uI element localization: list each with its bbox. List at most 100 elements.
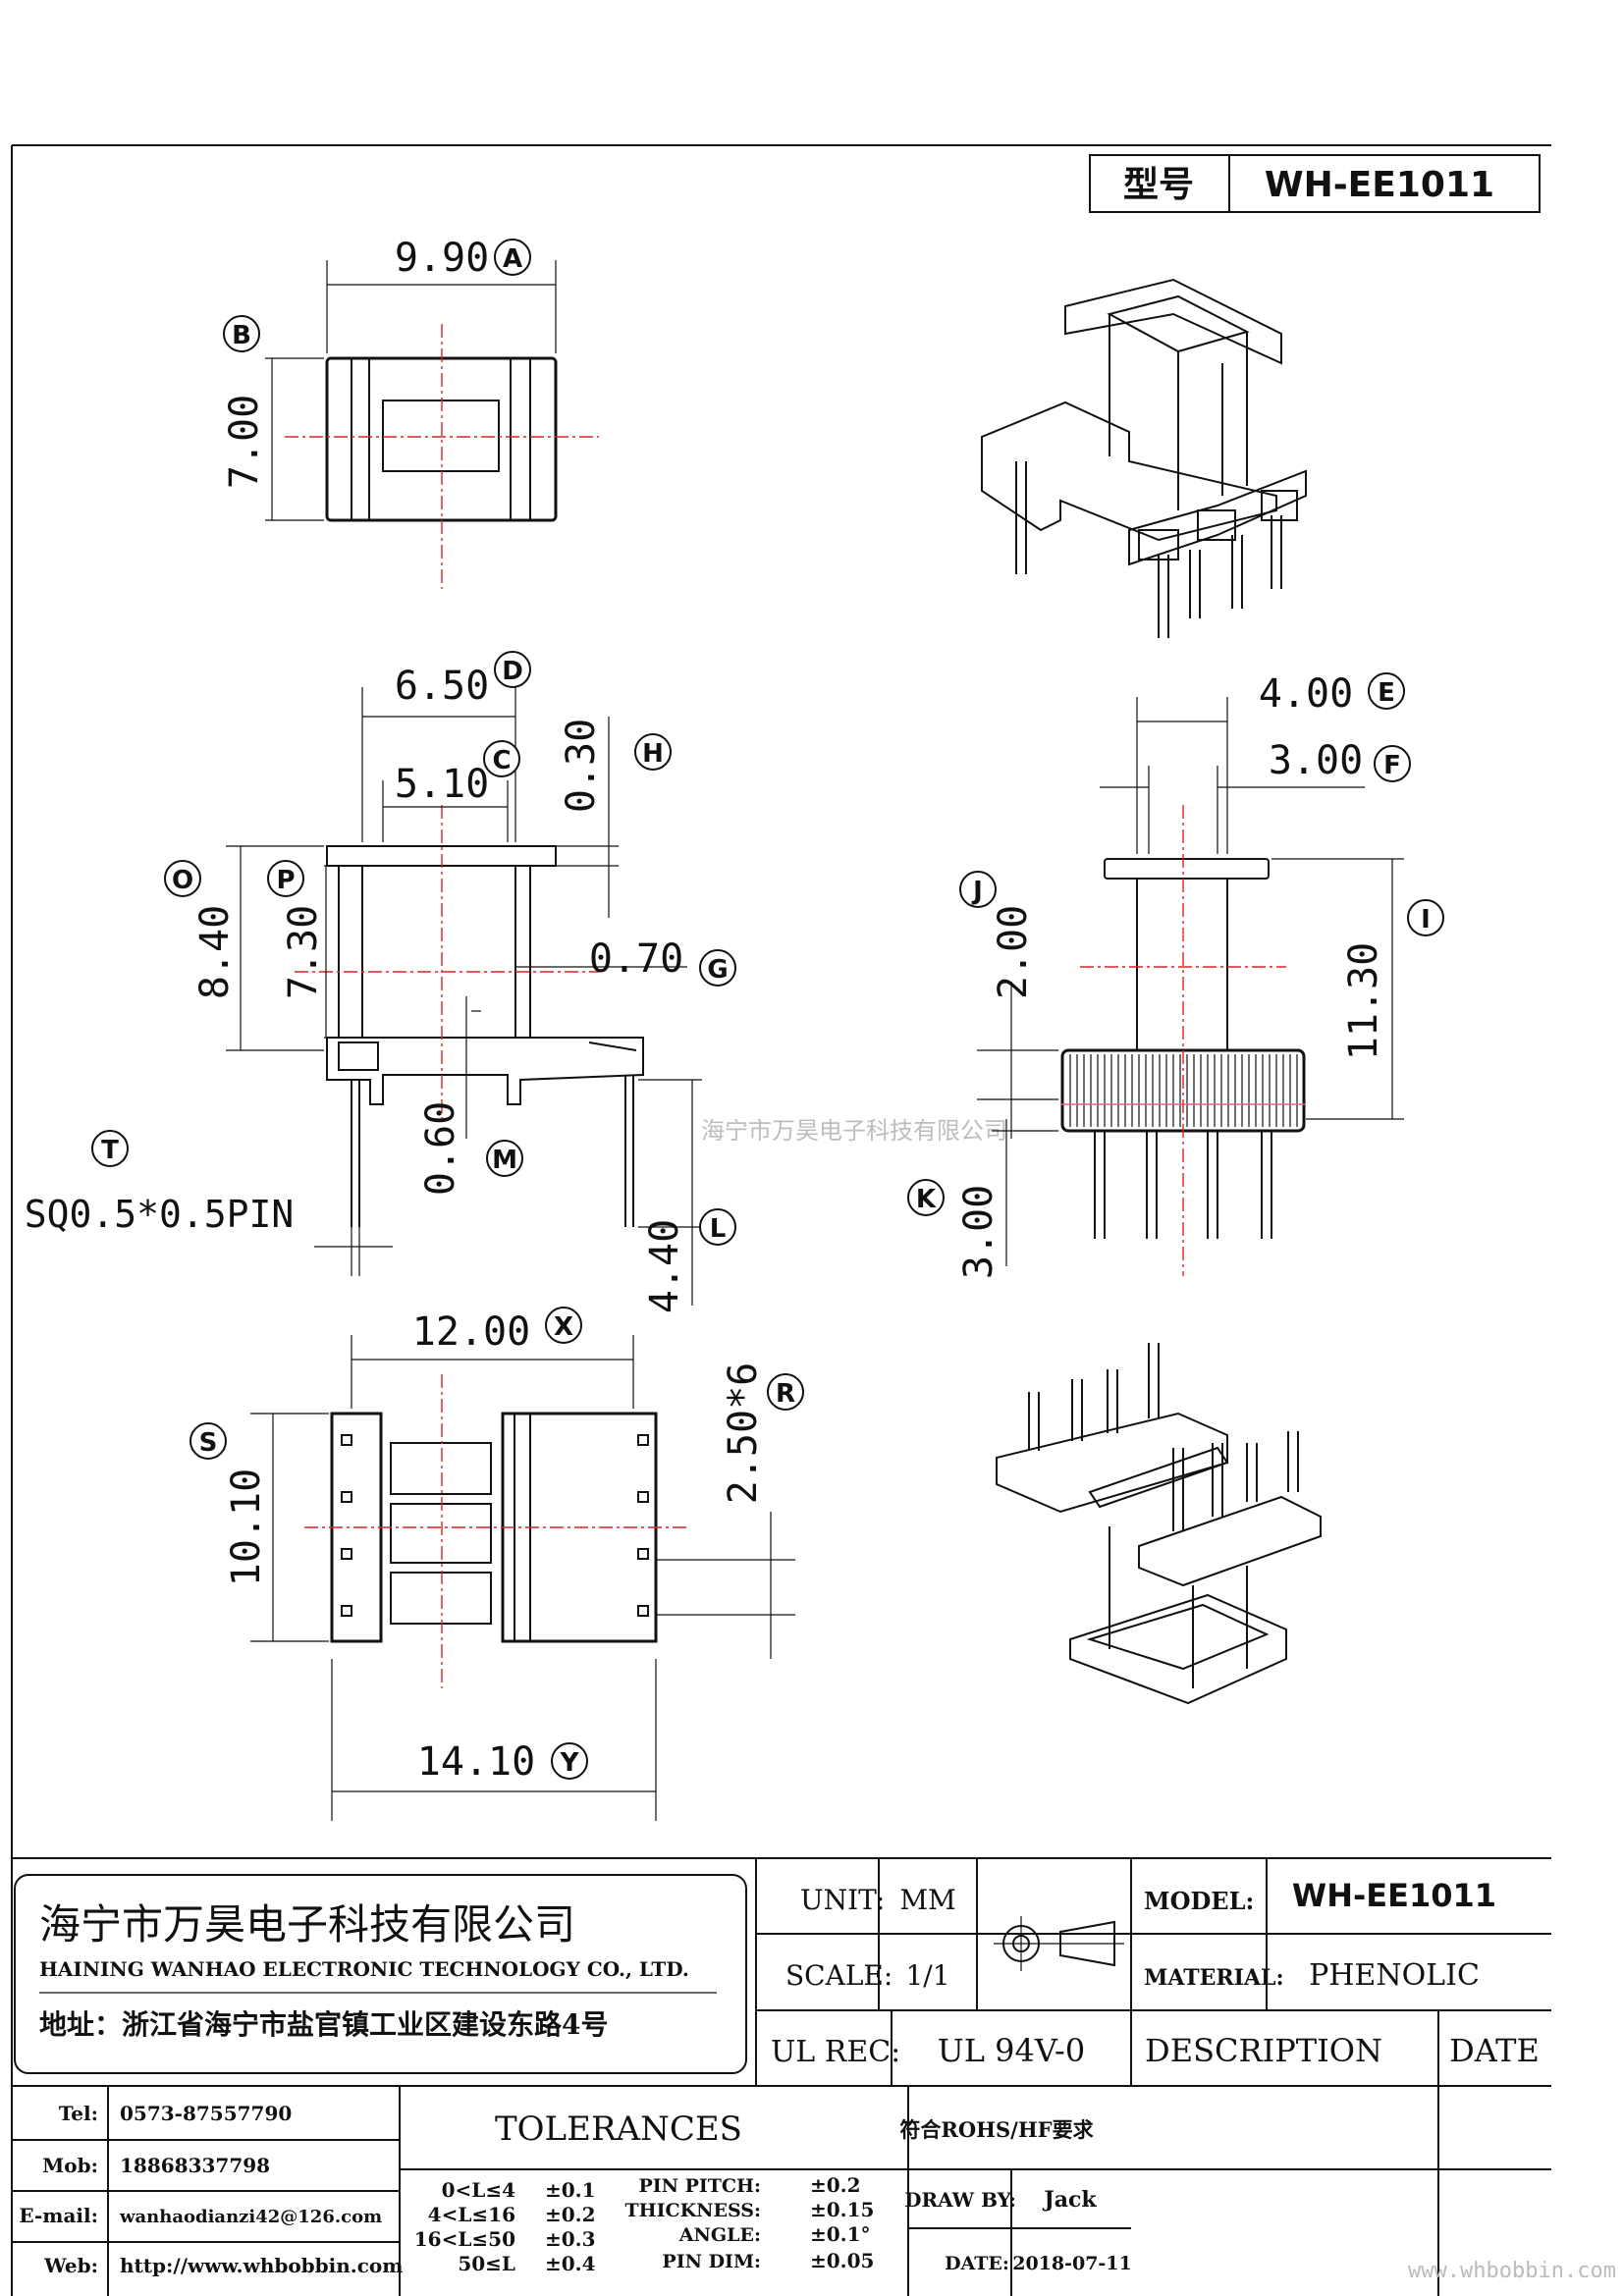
side-view-ribs — [1069, 1054, 1298, 1127]
label-M: M — [486, 1140, 523, 1177]
tolerance-value: ±0.4 — [545, 2252, 596, 2275]
sheet-border — [11, 144, 1551, 2296]
title-block: 海宁市万昊电子科技有限公司 HAINING WANHAO ELECTRONIC … — [11, 1857, 1616, 2296]
tolerances-title: TOLERANCES — [495, 2109, 742, 2149]
contact-mob-value: 18868337798 — [120, 2154, 270, 2177]
dim-P-value: 7.30 — [281, 905, 326, 999]
tolerance-specs: PIN PITCH: ±0.2 THICKNESS: ±0.15 ANGLE: … — [624, 2173, 874, 2272]
label-A: A — [494, 239, 531, 276]
dim-E-value: 4.00 — [1259, 671, 1353, 717]
label-C: C — [483, 740, 520, 777]
spec-tol: ±0.15 — [810, 2198, 874, 2221]
label-F: F — [1374, 745, 1411, 782]
scale-label: SCALE: — [785, 1959, 893, 1992]
spec-name: ANGLE: — [678, 2224, 761, 2246]
label-S: S — [189, 1422, 227, 1460]
contact-web-label: Web: — [43, 2254, 98, 2277]
svg-text:C: C — [492, 746, 511, 775]
company-address: 地址：浙江省海宁市盐官镇工业区建设东路4号 — [39, 2008, 609, 2041]
dim-D-value: 6.50 — [395, 664, 489, 709]
svg-text:Y: Y — [560, 1748, 580, 1778]
pin-pad-right — [637, 1605, 649, 1617]
tolerance-range: 0<L≤4 — [442, 2178, 515, 2202]
label-K: K — [907, 1179, 945, 1216]
material-label: MATERIAL: — [1144, 1965, 1284, 1991]
svg-text:L: L — [710, 1214, 727, 1244]
svg-text:D: D — [502, 657, 523, 686]
pin-pad-right — [637, 1491, 649, 1503]
label-B: B — [223, 315, 260, 352]
model-value: WH-EE1011 — [1292, 1877, 1496, 1914]
projection-symbol — [994, 1916, 1124, 1971]
tolerance-range: 16<L≤50 — [414, 2227, 515, 2251]
tolerance-value: ±0.1 — [545, 2178, 596, 2202]
label-R: R — [767, 1373, 804, 1411]
dim-F-value: 3.00 — [1269, 738, 1363, 783]
label-I: I — [1407, 899, 1444, 936]
spec-name: PIN PITCH: — [638, 2175, 761, 2197]
label-D: D — [494, 651, 531, 688]
svg-text:H: H — [642, 739, 664, 769]
model-box-label: 型号 — [1123, 165, 1194, 205]
front-view: 6.50 5.10 0.30 8.40 7.30 0.70 0.60 4.40 — [25, 664, 702, 1313]
svg-text:A: A — [503, 244, 522, 274]
dim-J-value: 2.00 — [991, 905, 1036, 999]
pin-pad-left — [341, 1434, 352, 1446]
isometric-view-top — [981, 278, 1307, 638]
site-watermark: www.whbobbin.com — [1408, 2259, 1616, 2283]
spec-tol: ±0.05 — [810, 2249, 874, 2272]
description-label: DESCRIPTION — [1145, 2032, 1382, 2069]
dim-A-value: 9.90 — [395, 236, 489, 281]
bottom-view-pads — [341, 1434, 649, 1617]
svg-text:S: S — [199, 1428, 218, 1458]
svg-text:J: J — [971, 877, 983, 906]
model-box-value: WH-EE1011 — [1265, 165, 1494, 205]
label-H: H — [634, 733, 672, 771]
svg-text:R: R — [776, 1379, 795, 1409]
isometric-view-bottom — [996, 1343, 1322, 1705]
date-column-label: DATE — [1449, 2032, 1540, 2069]
company-name-cn: 海宁市万昊电子科技有限公司 — [39, 1900, 575, 1949]
svg-text:G: G — [707, 955, 728, 985]
draw-by-value: Jack — [1042, 2187, 1097, 2213]
dim-I-value: 11.30 — [1341, 942, 1386, 1060]
dim-S-value: 10.10 — [224, 1468, 269, 1586]
label-Y: Y — [551, 1742, 588, 1780]
label-T: T — [91, 1130, 129, 1167]
ul-rec-value: UL 94V-0 — [938, 2032, 1085, 2069]
pin-pad-left — [341, 1491, 352, 1503]
contact-tel-value: 0573-87557790 — [120, 2102, 292, 2125]
unit-value: MM — [899, 1884, 955, 1916]
dim-K-value: 3.00 — [956, 1185, 1001, 1279]
contact-email-label: E-mail: — [19, 2204, 98, 2227]
spec-name: PIN DIM: — [662, 2251, 761, 2272]
tolerance-range: 50≤L — [458, 2252, 515, 2275]
label-E: E — [1368, 672, 1405, 710]
spec-tol: ±0.1° — [810, 2222, 871, 2246]
svg-text:F: F — [1383, 751, 1401, 780]
svg-text:K: K — [916, 1185, 937, 1214]
material-value: PHENOLIC — [1309, 1958, 1480, 1993]
unit-label: UNIT: — [800, 1884, 885, 1916]
label-O: O — [164, 860, 201, 897]
svg-text:M: M — [492, 1146, 517, 1175]
dim-T-value: SQ0.5*0.5PIN — [25, 1193, 295, 1236]
spec-name: THICKNESS: — [624, 2200, 761, 2221]
pin-pad-right — [637, 1434, 649, 1446]
dim-L-value: 4.40 — [642, 1219, 687, 1313]
dim-O-value: 8.40 — [192, 905, 238, 999]
center-watermark: 海宁市万昊电子科技有限公司 — [701, 1117, 1007, 1145]
spec-tol: ±0.2 — [810, 2173, 861, 2197]
dim-C-value: 5.10 — [395, 762, 489, 807]
top-view: 9.90 7.00 — [222, 236, 599, 589]
date-label: DATE: — [945, 2253, 1009, 2274]
svg-text:I: I — [1421, 905, 1431, 934]
svg-text:P: P — [276, 866, 295, 895]
dim-H-value: 0.30 — [559, 719, 604, 813]
dim-X-value: 12.00 — [412, 1309, 530, 1355]
svg-text:O: O — [172, 866, 193, 895]
label-G: G — [699, 949, 736, 987]
tolerance-value: ±0.2 — [545, 2203, 596, 2226]
label-J: J — [959, 871, 997, 908]
contact-mob-label: Mob: — [42, 2154, 98, 2177]
